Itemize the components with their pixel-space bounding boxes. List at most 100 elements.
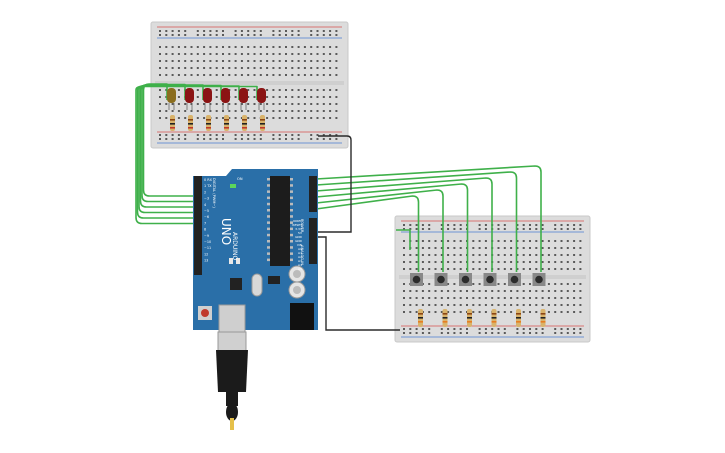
reset-button-cap[interactable] — [201, 309, 209, 317]
terminal-hole — [171, 74, 174, 76]
terminal-hole — [253, 117, 256, 119]
pushbutton-cap[interactable] — [437, 275, 445, 284]
resistor-band — [242, 119, 247, 121]
rail-hole — [579, 328, 582, 330]
digital-pin-label: ~10 — [204, 240, 211, 244]
digital-header-2 — [194, 255, 202, 275]
terminal-hole — [291, 89, 294, 91]
led — [239, 88, 248, 103]
pushbutton-cap[interactable] — [412, 275, 421, 284]
terminal-hole — [266, 110, 269, 112]
terminal-hole — [209, 67, 212, 69]
rail-hole — [278, 134, 281, 136]
terminal-hole — [440, 290, 443, 292]
terminal-hole — [222, 117, 224, 119]
terminal-hole — [472, 261, 475, 263]
rail-hole — [541, 228, 544, 230]
rail-hole — [484, 228, 487, 230]
rail-hole — [497, 332, 500, 334]
usb-port[interactable] — [218, 304, 246, 334]
terminal-hole — [579, 261, 582, 263]
terminal-hole — [285, 96, 287, 98]
terminal-hole — [335, 103, 338, 105]
usb-cable[interactable] — [216, 331, 248, 430]
terminal-hole — [335, 89, 338, 91]
terminal-hole — [497, 283, 500, 285]
terminal-hole — [177, 96, 180, 98]
power-jack[interactable] — [290, 303, 314, 330]
pushbutton-cap[interactable] — [486, 275, 494, 284]
terminal-hole — [510, 297, 513, 299]
rail-hole — [503, 328, 506, 330]
terminal-hole — [579, 304, 582, 306]
terminal-hole — [259, 67, 262, 69]
terminal-hole — [316, 53, 319, 55]
terminal-hole — [222, 53, 224, 55]
terminal-hole — [547, 304, 550, 306]
terminal-hole — [447, 290, 450, 292]
terminal-hole — [322, 74, 325, 76]
resistor-band — [491, 317, 497, 319]
rail-hole — [440, 228, 443, 230]
resistor-band — [242, 123, 247, 125]
terminal-hole — [291, 46, 294, 48]
terminal-hole — [190, 53, 193, 55]
resistor-band — [242, 127, 247, 129]
terminal-hole — [472, 290, 475, 292]
terminal-hole — [403, 268, 405, 270]
terminal-hole — [203, 67, 206, 69]
rail-hole — [440, 332, 443, 334]
terminal-hole — [428, 304, 431, 306]
top-breadboard[interactable] — [150, 21, 349, 149]
terminal-hole — [266, 96, 269, 98]
pushbutton-cap[interactable] — [461, 275, 470, 284]
rail-hole — [196, 138, 199, 140]
terminal-hole — [478, 304, 481, 306]
arduino-uno-board[interactable]: UNO ARDUINO DIGITAL (PWM~) POWER ANALOG … — [193, 169, 318, 334]
rail-hole — [529, 224, 531, 226]
chip-pin — [290, 209, 293, 212]
on-label: ON — [237, 177, 243, 181]
terminal-hole — [177, 46, 180, 48]
resistor-band — [418, 321, 423, 323]
terminal-hole — [421, 240, 424, 242]
terminal-hole — [579, 290, 582, 292]
terminal-hole — [329, 67, 332, 69]
resistor-band — [170, 123, 175, 125]
terminal-hole — [428, 261, 431, 263]
terminal-hole — [303, 74, 306, 76]
rail-hole — [329, 34, 332, 36]
terminal-hole — [310, 74, 313, 76]
terminal-hole — [472, 297, 475, 299]
digital-pin-label: 8 — [204, 228, 206, 232]
terminal-hole — [322, 53, 325, 55]
terminal-hole — [247, 67, 250, 69]
pushbutton-cap[interactable] — [510, 275, 519, 284]
terminal-hole — [253, 110, 256, 112]
terminal-hole — [335, 74, 338, 76]
terminal-hole — [247, 46, 250, 48]
terminal-hole — [560, 247, 563, 249]
terminal-hole — [322, 46, 325, 48]
chip-pin — [267, 196, 270, 200]
terminal-hole — [459, 290, 462, 292]
terminal-hole — [310, 60, 313, 62]
chip-pin — [267, 233, 270, 237]
terminal-hole — [409, 261, 412, 263]
rail-hole — [159, 134, 161, 136]
rail-hole — [240, 134, 243, 136]
resistor-band — [442, 313, 448, 315]
rail-hole — [259, 34, 262, 36]
rail-hole — [421, 332, 424, 334]
rail-hole — [209, 30, 212, 32]
terminal-hole — [554, 254, 557, 256]
rail-hole — [409, 332, 412, 334]
terminal-hole — [535, 247, 538, 249]
rail-hole — [335, 34, 338, 36]
rail-hole — [579, 224, 582, 226]
rail-hole — [503, 228, 506, 230]
pushbutton-cap[interactable] — [535, 275, 543, 284]
terminal-hole — [240, 110, 243, 112]
terminal-hole — [240, 67, 243, 69]
terminal-hole — [497, 311, 500, 313]
